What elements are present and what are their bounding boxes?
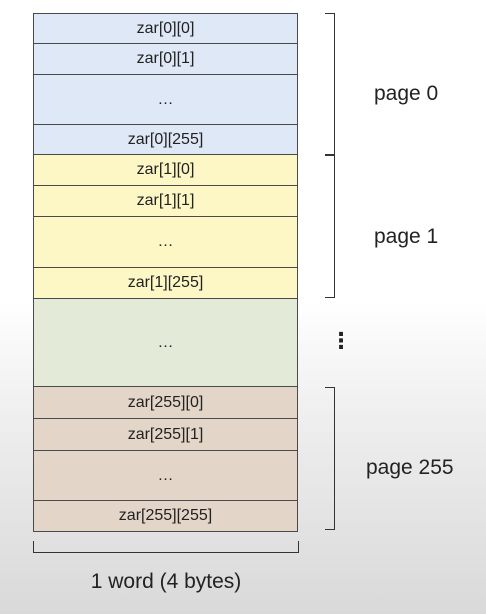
cell-page1-ellipsis: … bbox=[33, 216, 298, 268]
page0-label: page 0 bbox=[374, 82, 439, 105]
page0-bracket bbox=[325, 13, 335, 155]
cell-zar-255-0: zar[255][0] bbox=[33, 386, 298, 419]
cell-page255-ellipsis: … bbox=[33, 450, 298, 501]
cell-zar-0-255: zar[0][255] bbox=[33, 124, 298, 155]
cell-zar-1-255: zar[1][255] bbox=[33, 267, 298, 299]
word-width-bracket bbox=[33, 541, 299, 553]
cell-zar-1-0: zar[1][0] bbox=[33, 154, 298, 186]
cell-zar-0-0: zar[0][0] bbox=[33, 13, 298, 44]
vertical-ellipsis: ⋮ bbox=[330, 328, 352, 353]
word-width-label: 1 word (4 bytes) bbox=[90, 570, 242, 593]
cell-middle-ellipsis: … bbox=[33, 298, 298, 387]
cell-page0-ellipsis: … bbox=[33, 74, 298, 125]
page255-label: page 255 bbox=[366, 456, 454, 479]
page255-bracket bbox=[325, 387, 335, 530]
cell-zar-1-1: zar[1][1] bbox=[33, 185, 298, 217]
cell-zar-255-255: zar[255][255] bbox=[33, 500, 298, 532]
cell-zar-0-1: zar[0][1] bbox=[33, 43, 298, 75]
page1-label: page 1 bbox=[374, 225, 439, 248]
page1-bracket bbox=[325, 155, 335, 298]
cell-zar-255-1: zar[255][1] bbox=[33, 418, 298, 451]
